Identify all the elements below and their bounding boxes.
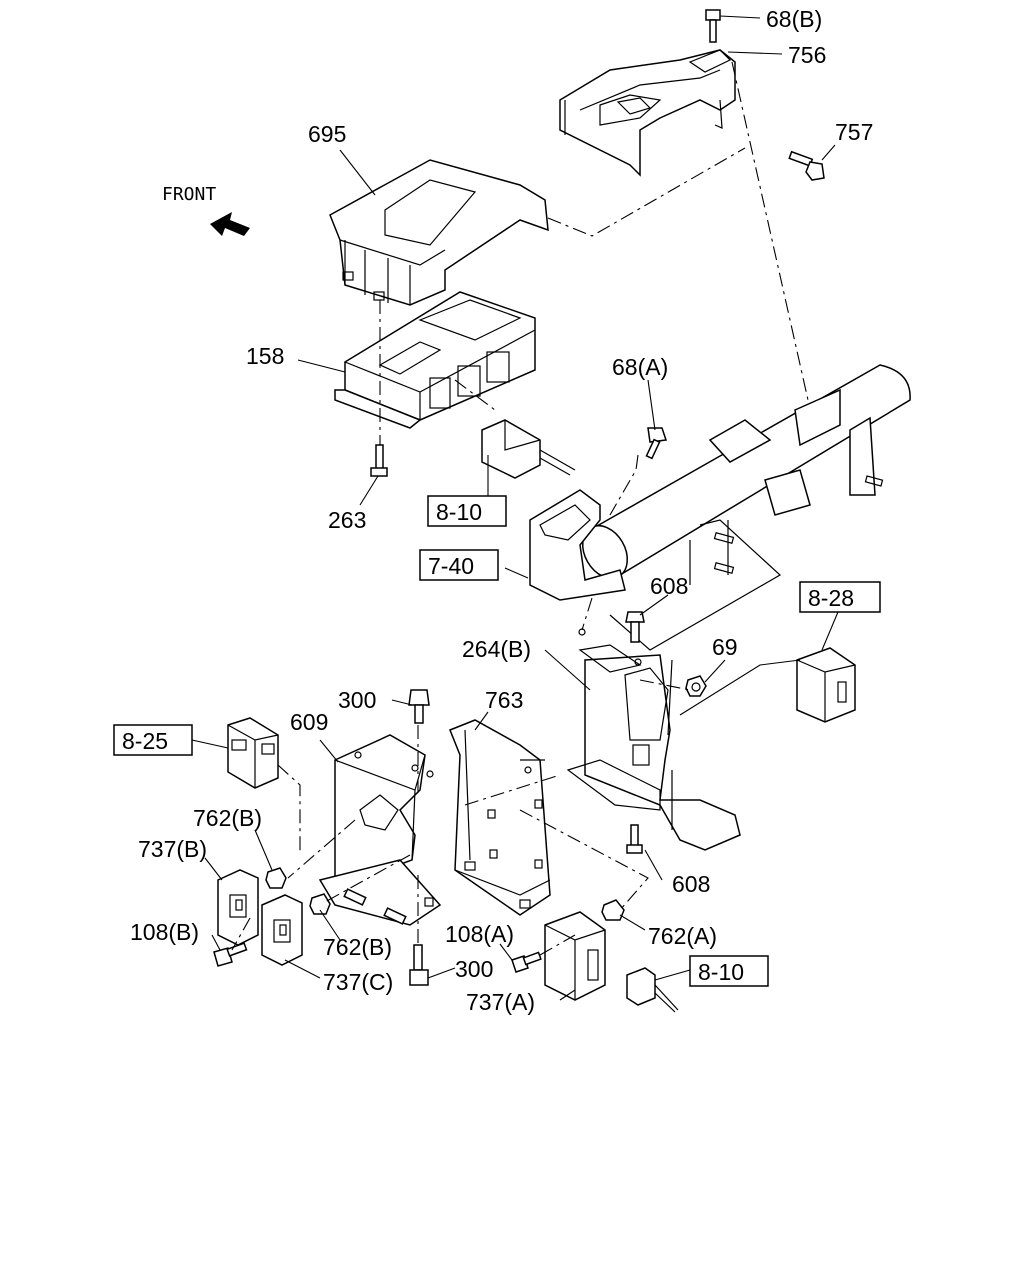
callout-264b: 264(B)	[462, 636, 531, 662]
callout-68a: 68(A)	[612, 354, 668, 380]
guide-lines	[231, 61, 809, 956]
bolt-608-upper	[625, 611, 645, 643]
bracket-609	[318, 734, 442, 926]
connector-737a	[626, 967, 679, 1013]
leader-lines	[191, 15, 839, 1001]
callout-300-upper: 300	[338, 687, 376, 713]
callout-756: 756	[788, 42, 826, 68]
front-label: FRONT	[162, 184, 216, 205]
callout-695: 695	[308, 121, 346, 147]
ref-8-25[interactable]: 8-25	[113, 724, 193, 756]
callout-608-lower: 608	[672, 871, 710, 897]
callout-158: 158	[246, 343, 284, 369]
cross-member	[529, 364, 911, 651]
bolt-68a	[645, 427, 668, 460]
callout-762b-upper: 762(B)	[193, 805, 262, 831]
bolt-300-upper	[408, 689, 430, 724]
callout-757: 757	[835, 119, 873, 145]
callout-608-upper: 608	[650, 573, 688, 599]
ref-label: 8-25	[122, 728, 168, 754]
callout-labels: 68(B) 756 757 695 158 263 68(A) 608 69 2…	[130, 6, 873, 1015]
callout-762b-lower: 762(B)	[323, 934, 392, 960]
front-arrow-icon	[210, 212, 250, 236]
connector-158	[481, 419, 576, 479]
cover-695	[329, 159, 549, 306]
ref-label: 8-28	[808, 585, 854, 611]
bolt-608-lower	[626, 824, 643, 854]
ref-8-10-upper[interactable]: 8-10	[427, 495, 507, 527]
studs-609	[343, 888, 407, 925]
relay-8-25	[227, 717, 279, 789]
callout-609: 609	[290, 709, 328, 735]
callout-108b: 108(B)	[130, 919, 199, 945]
component-737c	[261, 894, 303, 966]
screw-108a	[511, 951, 542, 973]
bracket-763	[449, 719, 551, 916]
control-unit-158	[334, 291, 536, 429]
callout-737b: 737(B)	[138, 836, 207, 862]
ref-label: 8-10	[698, 959, 744, 985]
callout-68b: 68(B)	[766, 6, 822, 32]
ref-8-10-lower[interactable]: 8-10	[689, 955, 769, 987]
bracket-264b	[566, 628, 741, 851]
component-737a	[544, 911, 606, 1001]
screw-108b	[213, 942, 248, 967]
callout-737c: 737(C)	[323, 969, 393, 995]
clip-762a	[601, 899, 625, 921]
bolt-757	[788, 150, 825, 181]
clip-762b-lower	[309, 893, 331, 915]
bolt-300-lower	[409, 944, 429, 986]
ref-label: 7-40	[428, 553, 474, 579]
module-8-28	[796, 647, 856, 723]
callout-108a: 108(A)	[445, 921, 514, 947]
component-737b	[217, 869, 259, 946]
callout-763: 763	[485, 687, 523, 713]
clip-762b-upper	[265, 867, 287, 889]
callout-263: 263	[328, 507, 366, 533]
screw-263	[370, 444, 388, 477]
callout-69: 69	[712, 634, 738, 660]
callout-737a: 737(A)	[466, 989, 535, 1015]
callout-300-lower: 300	[455, 956, 493, 982]
callout-762a: 762(A)	[648, 923, 717, 949]
nut-69	[685, 675, 707, 697]
ref-8-28[interactable]: 8-28	[799, 581, 881, 613]
bolt-68b	[705, 9, 721, 43]
bracket-756	[559, 49, 736, 177]
front-indicator: FRONT	[162, 184, 250, 236]
ref-label: 8-10	[436, 499, 482, 525]
ref-7-40[interactable]: 7-40	[419, 549, 499, 581]
